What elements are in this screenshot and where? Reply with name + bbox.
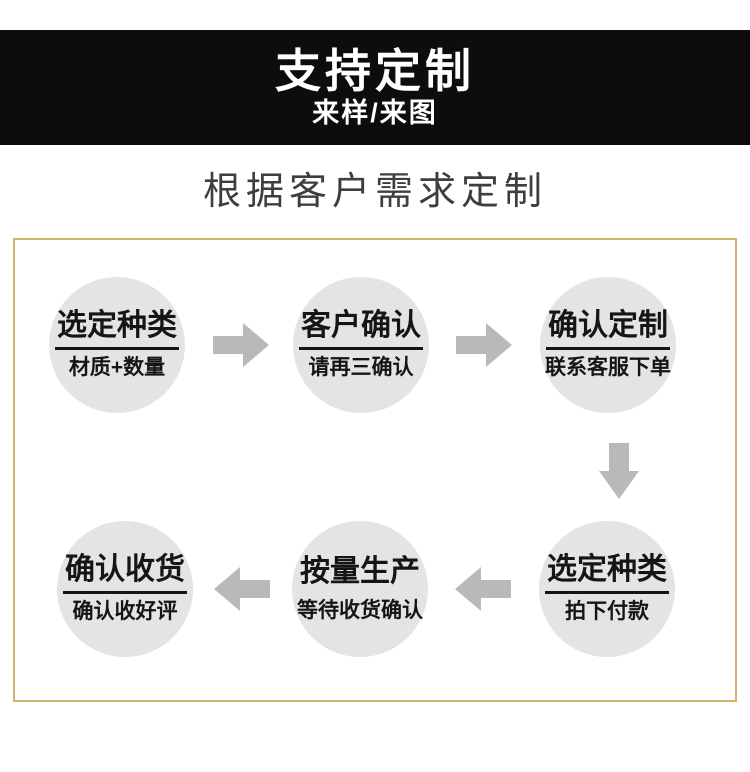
header-banner: 支持定制 来样/来图 <box>0 30 750 145</box>
step-divider <box>546 347 670 351</box>
arrow-head <box>243 323 269 367</box>
arrow-left-icon <box>214 567 270 611</box>
flow-step-production: 按量生产 等待收货确认 <box>292 521 428 657</box>
step-title: 确认收货 <box>65 553 185 587</box>
step-title: 选定种类 <box>57 309 177 343</box>
step-subtitle: 请再三确认 <box>308 356 414 380</box>
step-divider <box>545 591 669 595</box>
flow-chart-box: 选定种类 材质+数量 客户确认 请再三确认 确认定制 联系客服下单 <box>13 238 737 702</box>
arrow-head <box>599 471 639 499</box>
step-title: 选定种类 <box>547 553 667 587</box>
step-subtitle: 材质+数量 <box>68 356 166 380</box>
arrow-shaft <box>240 580 270 598</box>
arrow-head <box>455 567 481 611</box>
step-divider <box>63 591 187 595</box>
arrow-down-icon <box>599 443 639 499</box>
flow-step-select-type: 选定种类 材质+数量 <box>49 277 185 413</box>
step-divider <box>299 347 423 351</box>
flow-step-customer-confirm: 客户确认 请再三确认 <box>293 277 429 413</box>
step-title: 客户确认 <box>301 309 421 343</box>
flow-step-confirm-receipt: 确认收货 确认收好评 <box>57 521 193 657</box>
banner-subtitle: 来样/来图 <box>312 98 438 128</box>
arrow-head <box>214 567 240 611</box>
arrow-head <box>486 323 512 367</box>
arrow-shaft <box>213 336 243 354</box>
section-title: 根据客户需求定制 <box>202 171 547 213</box>
step-divider <box>55 347 179 351</box>
arrow-shaft <box>481 580 511 598</box>
arrow-shaft <box>456 336 486 354</box>
arrow-shaft <box>609 443 629 471</box>
arrow-right-icon <box>213 323 269 367</box>
banner-title: 支持定制 <box>275 45 475 97</box>
arrow-right-icon <box>456 323 512 367</box>
step-title: 按量生产 <box>300 554 420 588</box>
step-subtitle: 拍下付款 <box>565 600 649 624</box>
step-subtitle: 等待收货确认 <box>297 598 423 622</box>
flow-step-confirm-custom: 确认定制 联系客服下单 <box>540 277 676 413</box>
step-title: 确认定制 <box>548 309 668 343</box>
flow-step-pay-order: 选定种类 拍下付款 <box>539 521 675 657</box>
step-subtitle: 确认收好评 <box>72 600 178 624</box>
step-subtitle: 联系客服下单 <box>545 356 671 380</box>
arrow-left-icon <box>455 567 511 611</box>
